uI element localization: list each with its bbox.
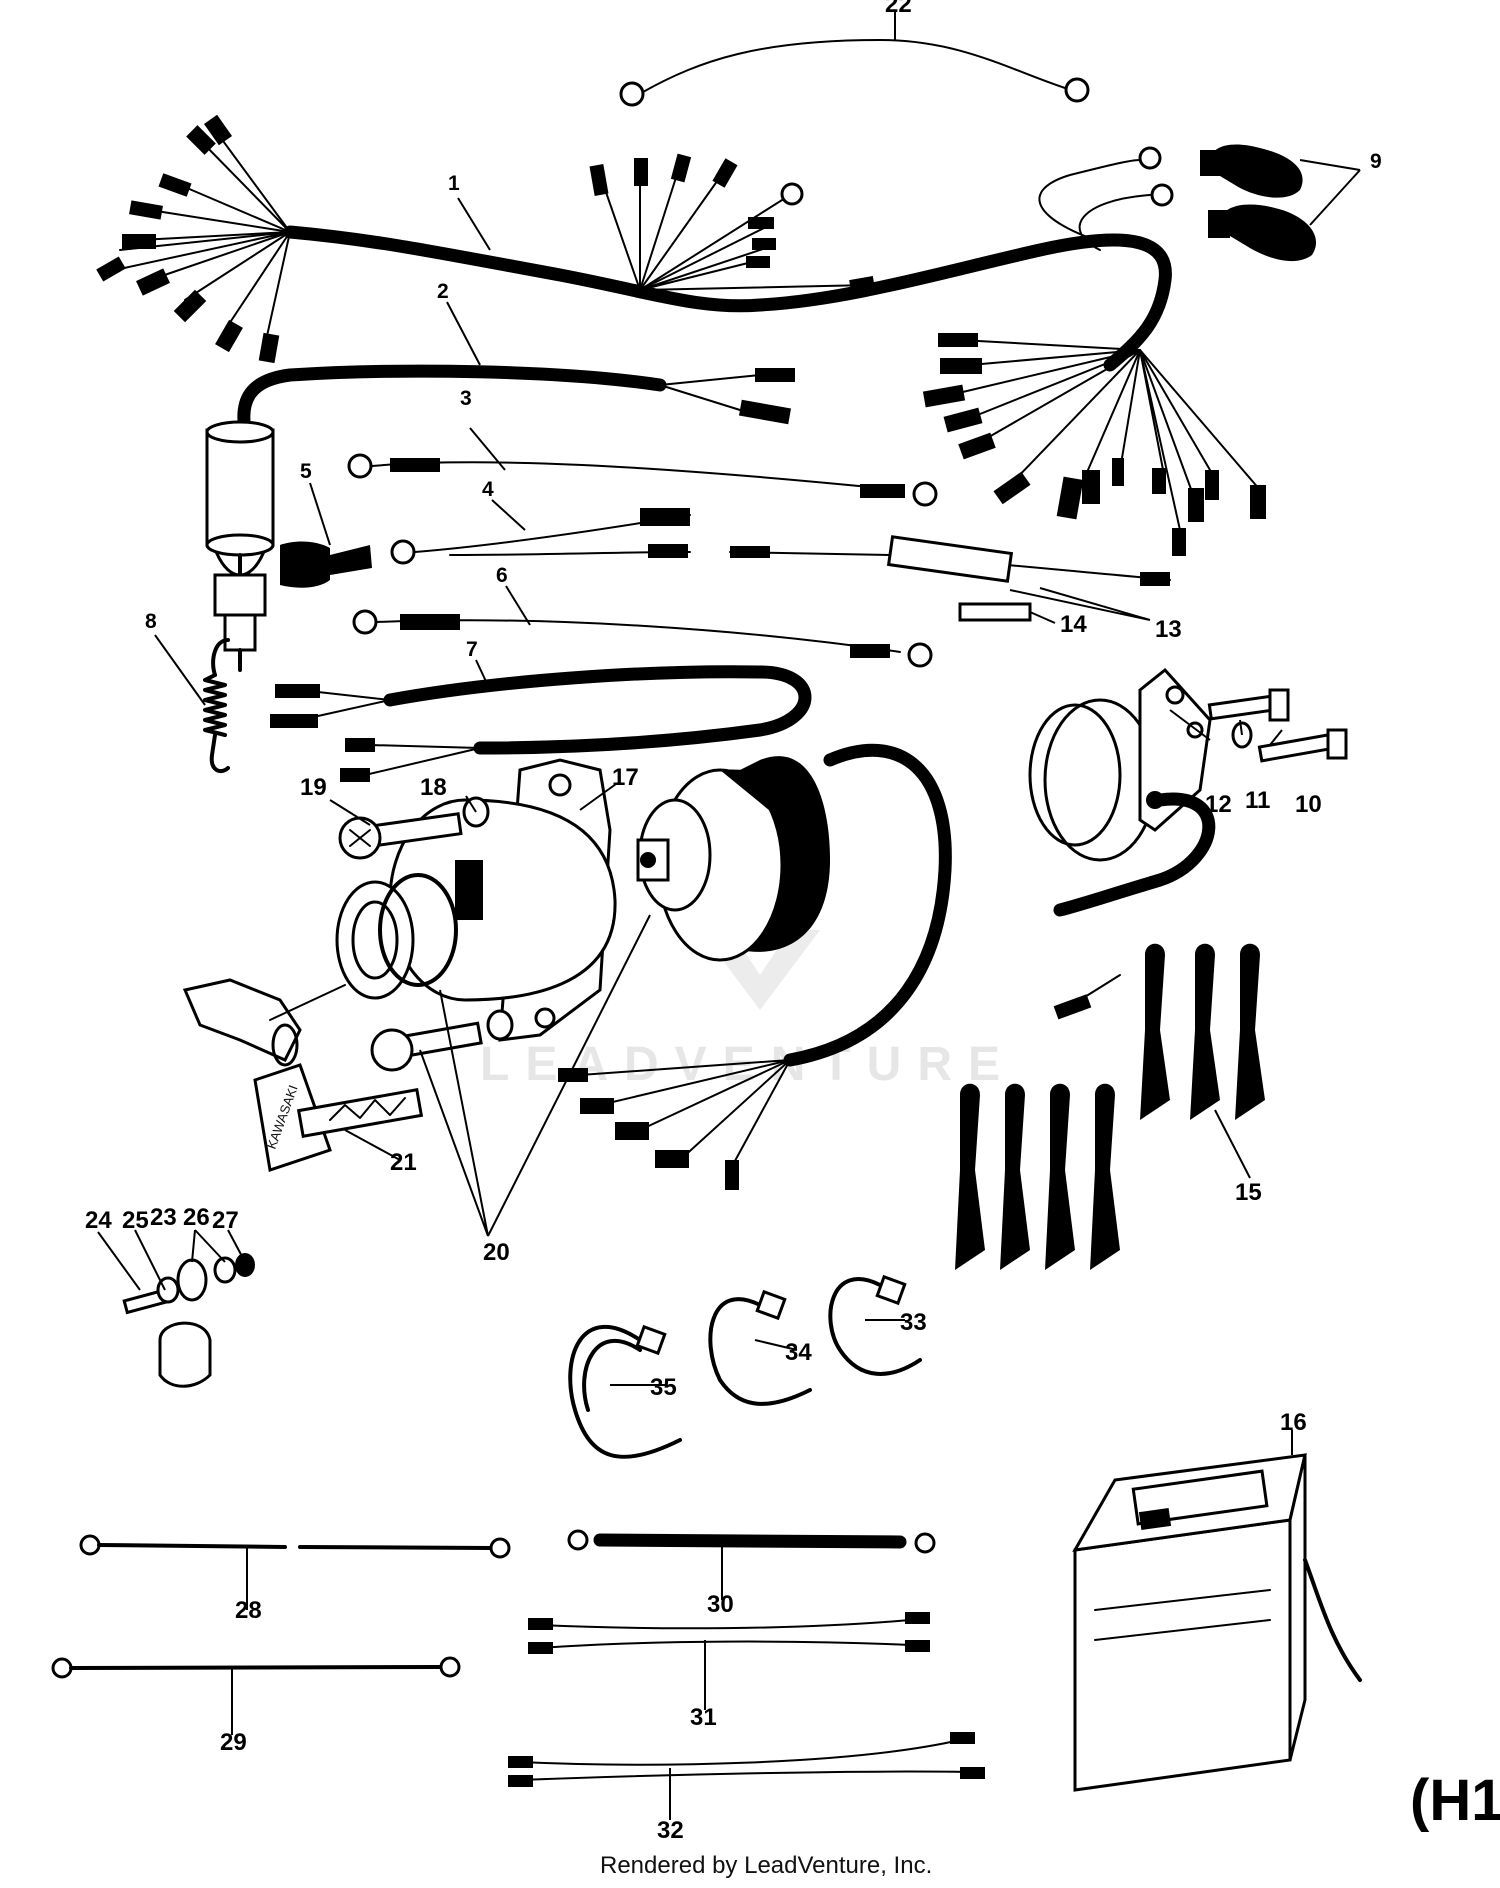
- leader-lines: [97, 12, 1361, 1820]
- part-34-clamp: [708, 1289, 812, 1406]
- page-code: (H1: [1410, 1768, 1500, 1833]
- part-14-fuse: [958, 602, 1032, 622]
- callout-11: 11: [1245, 787, 1270, 814]
- part-35-clamp: [568, 1324, 682, 1459]
- part-22-ground-cable: [619, 39, 1090, 107]
- callout-15: 15: [1235, 1179, 1262, 1206]
- part-21-key: KAWASAKI: [182, 978, 424, 1172]
- callout-21: 21: [390, 1149, 417, 1176]
- part-28-cable: [79, 1534, 511, 1559]
- callout-28: 28: [235, 1597, 262, 1624]
- part-12-horn: [1028, 667, 1216, 1020]
- part-1-main-harness: [96, 114, 1266, 556]
- callout-7: 7: [466, 638, 478, 661]
- part-19-screw: [338, 812, 463, 860]
- part-17-switch-housing: [388, 758, 617, 1042]
- part-29-cable: [51, 1656, 461, 1679]
- part-3-cable: [347, 453, 938, 507]
- part-16-battery: [1072, 1453, 1362, 1792]
- part-31-cable: [528, 1612, 930, 1654]
- callout-13: 13: [1155, 616, 1182, 643]
- callout-29: 29: [220, 1729, 247, 1756]
- callout-34: 34: [785, 1339, 812, 1366]
- callout-17: 17: [612, 764, 639, 791]
- part-6-cable: [352, 609, 933, 668]
- part-13-fuse-holder: [729, 535, 1171, 586]
- callout-14: 14: [1060, 611, 1087, 638]
- callout-24: 24: [85, 1207, 112, 1234]
- callout-labels: 22 1 2 3 5 4 6 7 8 9 10 11 12 13 14 15 1…: [85, 0, 1382, 1844]
- callout-5: 5: [300, 460, 312, 483]
- callout-30: 30: [707, 1591, 734, 1618]
- part-32-cable: [508, 1732, 985, 1787]
- callout-6: 6: [496, 564, 508, 587]
- callout-19: 19: [300, 774, 327, 801]
- callout-26: 26: [183, 1204, 210, 1231]
- part-15-rubber-plugs: [955, 943, 1265, 1270]
- part-20-screw-lower: [370, 1009, 514, 1072]
- part-20-switch-body: [558, 743, 952, 1190]
- callout-12: 12: [1205, 791, 1232, 818]
- part-5-boot: [280, 541, 372, 588]
- callout-27: 27: [212, 1207, 239, 1234]
- callout-32: 32: [657, 1817, 684, 1844]
- callout-9: 9: [1370, 150, 1382, 173]
- footer-credit: Rendered by LeadVenture, Inc.: [600, 1852, 932, 1879]
- part-10-bolt: [1207, 688, 1348, 763]
- callout-20: 20: [483, 1239, 510, 1266]
- callout-18: 18: [420, 774, 447, 801]
- callout-35: 35: [650, 1374, 677, 1401]
- callout-3: 3: [460, 387, 472, 410]
- callout-22: 22: [885, 0, 912, 18]
- callout-31: 31: [690, 1704, 717, 1731]
- part-33-clamp: [828, 1274, 922, 1376]
- callout-23: 23: [150, 1204, 177, 1231]
- callout-16: 16: [1280, 1409, 1307, 1436]
- part-30-cable: [567, 1529, 936, 1554]
- part-7-sub-harness: [270, 665, 812, 782]
- watermark-text: LEADVENTURE: [480, 1038, 1016, 1091]
- part-4-lead: [390, 508, 691, 565]
- callout-1: 1: [448, 172, 460, 195]
- part-2-condenser-lead: [205, 364, 795, 672]
- part-20-nut-ring: [335, 873, 458, 1000]
- part-9-rubber-caps: [1200, 144, 1317, 262]
- callout-33: 33: [900, 1309, 927, 1336]
- callout-25: 25: [122, 1207, 149, 1234]
- callout-2: 2: [437, 280, 449, 303]
- callout-8: 8: [145, 610, 157, 633]
- part-8-spring: [203, 638, 230, 774]
- part-23-27-hardware: [122, 1253, 255, 1388]
- callout-10: 10: [1295, 791, 1322, 818]
- callout-4: 4: [482, 478, 494, 501]
